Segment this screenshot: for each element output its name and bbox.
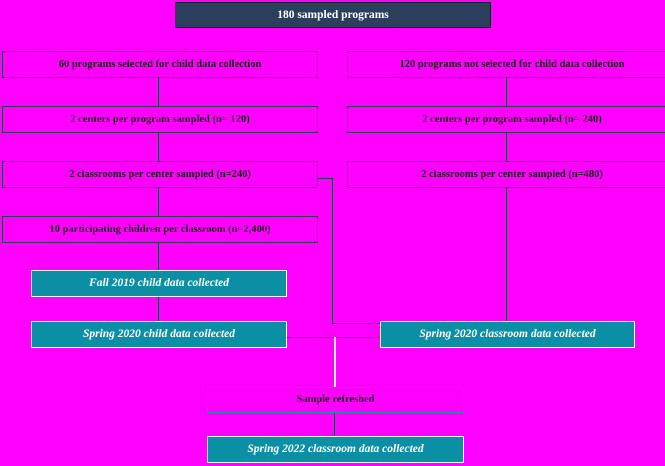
node-spring2020-child[interactable]: Spring 2020 child data collected [31,321,287,348]
connector-classrooms-left-elbow-horizontal-top [318,178,333,179]
node-selected-label: 60 programs selected for child data coll… [58,58,262,70]
connector-fall2019-to-spring2020-child [158,297,159,321]
node-spring2020-classroom[interactable]: Spring 2020 classroom data collected [380,321,635,348]
node-spring2020-child-label: Spring 2020 child data collected [82,328,236,341]
node-centers-right[interactable]: 2 centers per program sampled (n= 240) [347,106,665,133]
node-not-selected[interactable]: 120 programs not selected for child data… [347,51,665,78]
connector-selected-to-centers-left [158,78,159,107]
node-spring2022-classroom[interactable]: Spring 2022 classroom data collected [207,436,464,463]
connector-classrooms-left-elbow-vertical [332,178,333,323]
connector-sample-refreshed-to-spring2022 [334,413,335,436]
connector-horizontal-bus-to-classroom-data [333,337,380,338]
node-children[interactable]: 10 participating children per classroom … [2,216,318,243]
node-not-selected-label: 120 programs not selected for child data… [399,58,625,70]
connector-spring2020-child-right-stub [287,337,333,338]
node-centers-left-label: 2 centers per program sampled (n= 120) [70,113,250,125]
node-sample-refreshed[interactable]: Sample refreshed [207,387,464,413]
node-spring2022-classroom-label: Spring 2022 classroom data collected [247,443,424,456]
node-classrooms-left[interactable]: 2 classrooms per center sampled (n=240) [2,161,318,188]
node-selected[interactable]: 60 programs selected for child data coll… [2,51,318,78]
node-root-label: 180 sampled programs [277,8,389,21]
node-classrooms-left-label: 2 classrooms per center sampled (n=240) [69,168,251,180]
connector-centers-right-to-classrooms-right [506,133,507,162]
connector-children-to-fall2019 [158,243,159,270]
connector-bus-to-sample-refreshed [334,337,336,388]
node-spring2020-classroom-label: Spring 2020 classroom data collected [419,328,596,341]
node-fall2019-label: Fall 2019 child data collected [89,277,229,290]
node-sample-refreshed-label: Sample refreshed [296,394,375,406]
connector-not-selected-to-centers-right [506,78,507,107]
node-root[interactable]: 180 sampled programs [175,2,491,28]
connector-classrooms-left-elbow-horizontal-bottom [332,323,380,324]
node-centers-right-label: 2 centers per program sampled (n= 240) [422,113,602,125]
node-children-label: 10 participating children per classroom … [49,223,271,235]
node-centers-left[interactable]: 2 centers per program sampled (n= 120) [2,106,318,133]
node-classrooms-right-label: 2 classrooms per center sampled (n=480) [421,168,603,180]
connector-centers-left-to-classrooms-left [158,133,159,162]
node-fall2019[interactable]: Fall 2019 child data collected [31,270,287,297]
connector-classrooms-left-to-children [158,188,159,216]
node-classrooms-right[interactable]: 2 classrooms per center sampled (n=480) [347,161,665,188]
connector-classrooms-right-to-classroom-data [506,188,507,322]
